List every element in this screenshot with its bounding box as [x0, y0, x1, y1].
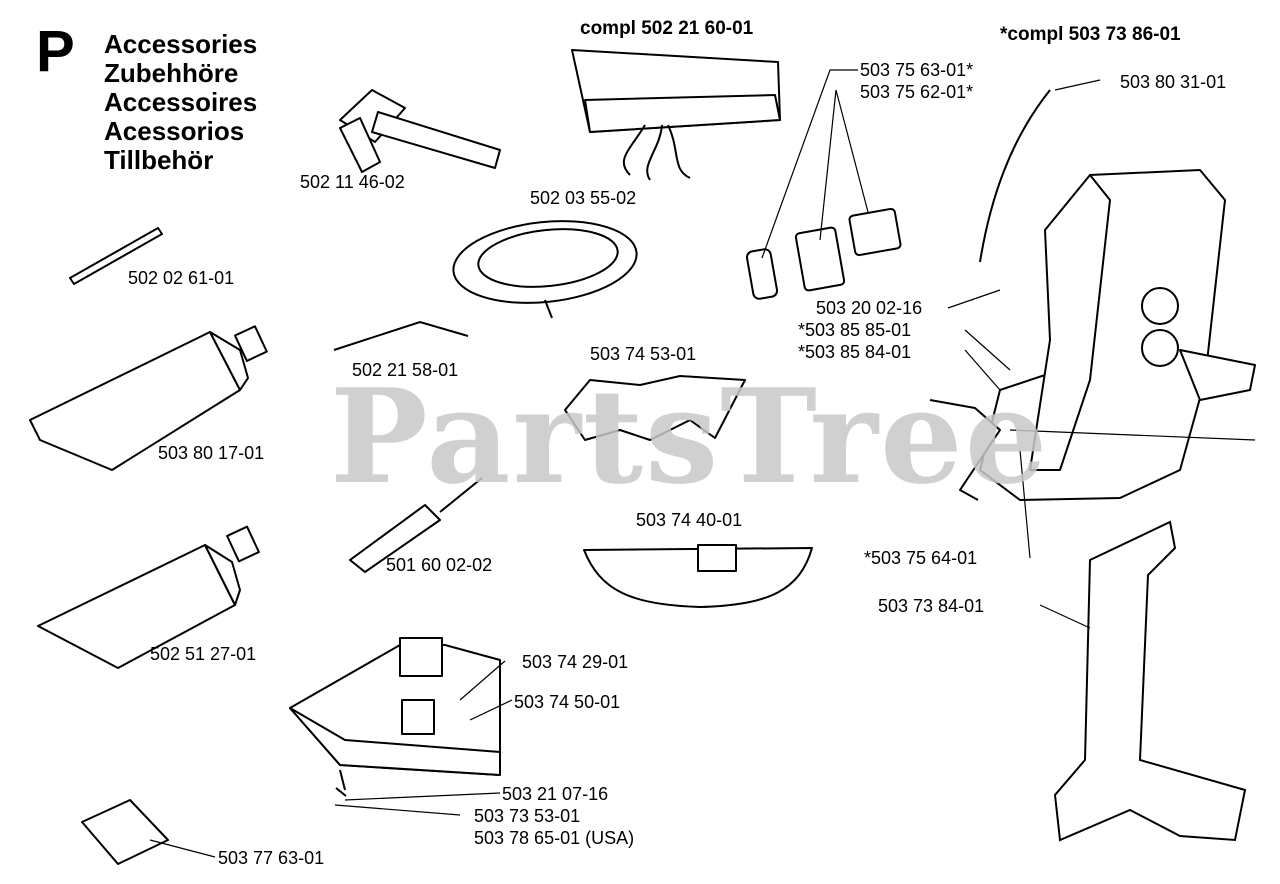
pin-drawing — [69, 227, 163, 285]
bag-drawing — [571, 49, 781, 181]
guard-part-drawing — [564, 375, 746, 441]
label-pin: 502 02 61-01 — [128, 268, 235, 288]
label-hook: *503 75 64-01 — [864, 548, 978, 568]
label-knife-usa: 503 78 65-01 (USA) — [474, 828, 635, 848]
label-tool-wrench: 502 11 46-02 — [300, 172, 405, 192]
title-en: Accessories — [104, 29, 258, 59]
label-shield-label: 503 74 29-01 — [522, 652, 629, 672]
section-titles: Accessories Zubehhöre Accessoires Acesso… — [104, 30, 257, 175]
title-de: Zubehhöre — [104, 58, 239, 88]
label-frame: 503 73 84-01 — [878, 596, 985, 616]
label-strap: 503 80 31-01 — [1120, 72, 1227, 92]
label-decal: 503 77 63-01 — [218, 848, 325, 868]
label-grease-tube-1: 503 80 17-01 — [158, 443, 265, 463]
label-hex-key: 502 21 58-01 — [352, 360, 459, 380]
label-buckle-1: 503 75 63-01* — [860, 60, 974, 80]
label-skid-plate: 503 74 40-01 — [636, 510, 743, 530]
leader-lines — [149, 69, 1101, 858]
label-buckle-2: 503 75 62-01* — [860, 82, 974, 102]
title-sv: Tillbehör — [104, 145, 214, 175]
ring-drawing — [452, 220, 638, 319]
grease-tube-2-drawing — [37, 525, 260, 669]
skid-plate-drawing — [583, 544, 813, 608]
label-pad-2: *503 85 84-01 — [798, 342, 912, 362]
kit-header-2: *compl 503 73 86-01 — [1000, 24, 1181, 45]
label-guard-part: 503 74 53-01 — [590, 344, 697, 364]
label-screw: 503 21 07-16 — [502, 784, 609, 804]
file-drawing — [349, 477, 483, 573]
section-letter: P — [36, 19, 75, 84]
frame-drawing — [1053, 520, 1247, 842]
wrench-drawing — [339, 89, 501, 173]
label-grease-tube-2: 502 51 27-01 — [150, 644, 257, 664]
harness-drawing — [929, 89, 1256, 501]
buckles-drawing — [745, 207, 902, 300]
title-fr: Accessoires — [104, 87, 258, 117]
decal-drawing — [81, 799, 169, 865]
label-bolt: 503 20 02-16 — [816, 298, 923, 318]
title-pt: Acessorios — [104, 116, 245, 146]
label-shield: 503 74 50-01 — [514, 692, 621, 712]
label-file: 501 60 02-02 — [386, 555, 493, 575]
hex-key-drawing — [333, 320, 469, 351]
grease-tube-1-drawing — [29, 325, 268, 471]
label-bag: 502 03 55-02 — [530, 188, 637, 208]
shield-drawing — [289, 637, 501, 797]
label-knife-1: 503 73 53-01 — [474, 806, 581, 826]
kit-header-1: compl 502 21 60-01 — [580, 18, 754, 39]
watermark: PartsTree — [330, 360, 1050, 513]
label-pad-1: *503 85 85-01 — [798, 320, 912, 340]
